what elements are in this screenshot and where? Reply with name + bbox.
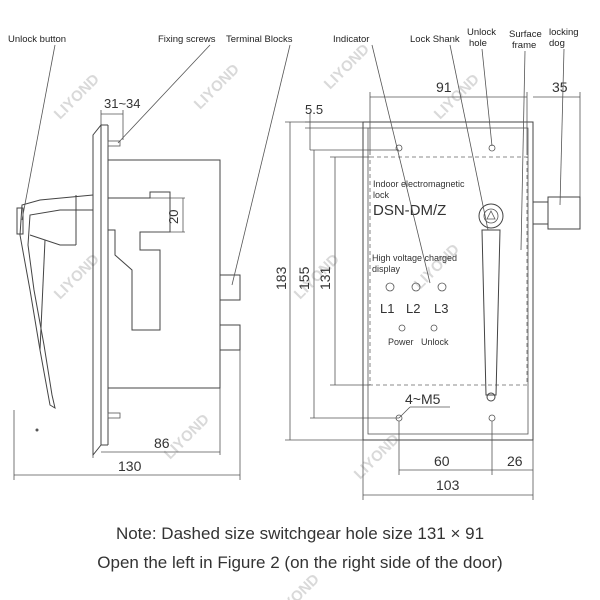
label-surface-frame-1: Surface [509,29,542,40]
dim-131: 131 [317,266,333,290]
dim-103: 103 [436,477,460,493]
dim-183: 183 [273,266,289,290]
dim-91: 91 [436,79,452,95]
dim-31-34: 31~34 [104,96,141,111]
label-unlock-hole-2: hole [469,38,487,49]
watermark-layer: LIYOND LIYOND LIYOND LIYOND LIYOND LIYOND LIYO… [0,41,483,600]
lamp-l3 [437,282,447,292]
cutout-outline [369,156,528,386]
label-locking-dog-1: locking [549,27,579,38]
side-view: 31~34 20 86 130 [13,96,241,480]
label-surface-frame-2: frame [512,40,536,51]
label-locking-dog-2: dog [549,38,565,49]
dim-5-5: 5.5 [305,102,323,117]
lamp-l2 [411,282,421,292]
fixing-screw-top [107,140,121,147]
dim-60: 60 [434,453,450,469]
panel-hv-2: display [372,264,401,274]
panel-model: DSN-DM/Z [373,202,446,219]
frame-inner [367,127,529,435]
dim-26: 26 [507,453,523,469]
label-lock-shank: Lock Shank [410,34,460,45]
dim-35: 35 [552,79,568,95]
label-unlock-button: Unlock button [8,34,66,45]
front-view: Indoor electromagnetic lock DSN-DM/Z Hig… [273,79,581,500]
panel-text-1: Indoor electromagnetic [373,179,465,189]
panel-hv-1: High voltage charged [372,253,457,263]
watermark-text: LIYOND [51,71,103,123]
callouts: Unlock button Fixing screws Terminal Blo… [8,27,579,286]
label-terminal-blocks: Terminal Blocks [226,34,293,45]
watermark-text: LIYOND [0,101,3,153]
note-line-2: Open the left in Figure 2 (on the right … [97,553,503,572]
fixing-screw-bottom [107,412,121,419]
watermark-text: LIYOND [191,61,243,113]
terminal-block-upper [219,274,241,301]
label-unlock-hole-1: Unlock [467,27,496,38]
panel-l2: L2 [406,301,420,316]
lamp-unlock [430,324,438,332]
panel-text-2: lock [373,190,390,200]
lamp-power [398,324,406,332]
surface-frame [362,121,534,441]
door-plate [92,123,102,457]
handle-lever [19,194,94,410]
watermark-text: LIYOND [411,241,463,293]
panel-power: Power [388,337,414,347]
dim-155: 155 [296,266,312,290]
watermark-text: LIYOND [51,251,103,303]
watermark-text: LIYOND [271,571,323,600]
unlock-button-cap [16,207,24,235]
note-line-1: Note: Dashed size switchgear hole size 1… [115,524,485,543]
watermark-text: LIYOND [351,431,403,483]
watermark-text: LIYOND [321,41,373,93]
lock-body [107,159,221,389]
locking-dog [547,196,581,230]
label-indicator: Indicator [333,34,369,45]
dim-20: 20 [166,210,181,224]
dim-4-m5: 4~M5 [405,391,441,407]
front-handle [481,229,501,396]
panel-l3: L3 [434,301,448,316]
label-fixing-screws: Fixing screws [158,34,216,45]
panel-unlock: Unlock [421,337,449,347]
terminal-block-lower [219,324,241,351]
lamp-l1 [385,282,395,292]
internal-mechanism [108,191,171,331]
dim-86: 86 [154,435,170,451]
dim-130: 130 [118,458,142,474]
panel-l1: L1 [380,301,394,316]
lock-cylinder [478,203,504,229]
